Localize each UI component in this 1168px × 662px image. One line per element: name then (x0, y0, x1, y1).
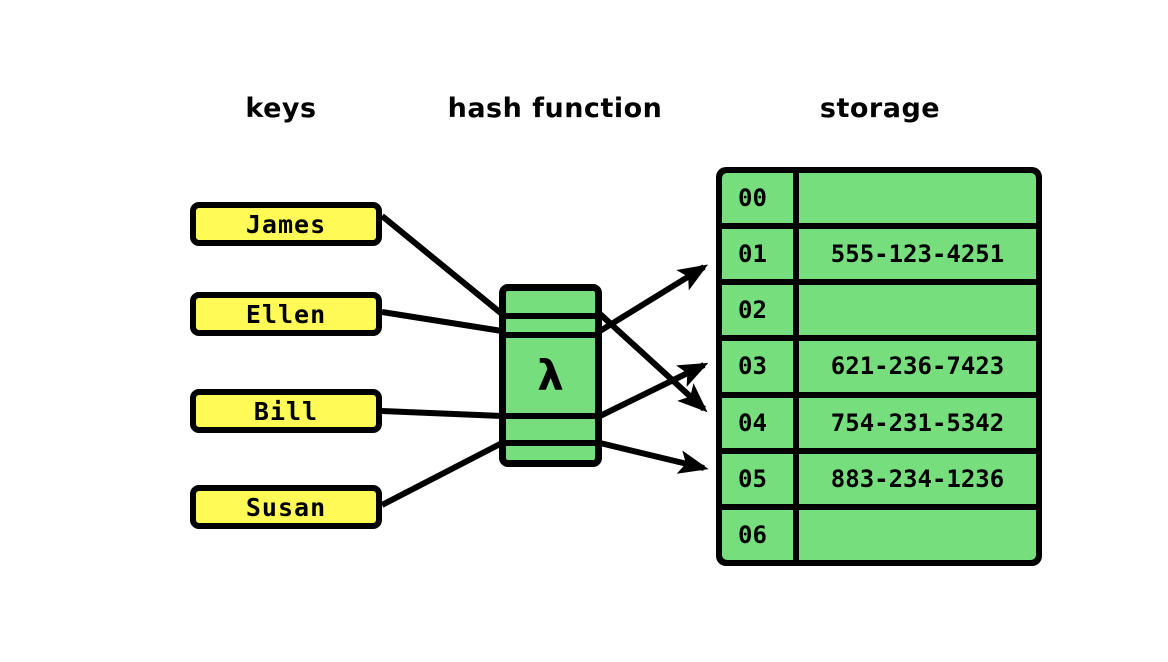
row-value: 883-234-1236 (799, 453, 1036, 504)
key-box-bill[interactable]: Bill (190, 389, 382, 433)
hash-box-divider (506, 413, 595, 419)
row-index: 06 (722, 509, 793, 560)
arrow-hash-to-row-01 (598, 264, 709, 334)
table-row[interactable]: 03 621-236-7423 (722, 341, 1036, 392)
line-bill-to-hash (381, 408, 503, 419)
key-label: Ellen (245, 299, 327, 329)
row-value (799, 285, 1036, 336)
row-value: 555-123-4251 (799, 229, 1036, 280)
row-value (799, 173, 1036, 224)
key-label: Bill (253, 396, 319, 426)
hash-box-divider (506, 440, 595, 446)
key-box-james[interactable]: James (190, 202, 382, 246)
row-value: 621-236-7423 (799, 341, 1036, 392)
row-index: 04 (722, 397, 793, 448)
line-ellen-to-hash (381, 309, 503, 334)
key-to-hash-lines (380, 213, 504, 508)
table-row[interactable]: 01 555-123-4251 (722, 229, 1036, 280)
keys-column-header: keys (245, 93, 317, 124)
row-index: 01 (722, 229, 793, 280)
storage-column-header: storage (819, 93, 941, 124)
hash-function-box[interactable]: λ (499, 284, 602, 467)
hash-box-divider (506, 332, 595, 338)
arrow-hash-to-row-04 (597, 311, 708, 413)
table-row[interactable]: 00 (722, 173, 1036, 224)
row-value (799, 509, 1036, 560)
key-label: Susan (245, 492, 327, 522)
hash-box-divider (506, 313, 595, 319)
row-index: 00 (722, 173, 793, 224)
arrow-hash-to-row-03 (598, 362, 709, 419)
row-value: 754-231-5342 (799, 397, 1036, 448)
lambda-icon: λ (537, 350, 564, 400)
row-index: 02 (722, 285, 793, 336)
table-row[interactable]: 06 (722, 509, 1036, 560)
row-index: 03 (722, 341, 793, 392)
key-label: James (245, 209, 327, 239)
table-row[interactable]: 04 754-231-5342 (722, 397, 1036, 448)
table-row[interactable]: 02 (722, 285, 1036, 336)
hash-function-column-header: hash function (447, 93, 663, 124)
row-index: 05 (722, 453, 793, 504)
key-box-susan[interactable]: Susan (190, 485, 382, 529)
arrow-hash-to-row-05 (599, 440, 709, 474)
storage-table: 00 01 555-123-4251 02 03 621-236-7423 04… (716, 167, 1042, 566)
line-susan-to-hash (380, 440, 504, 508)
hash-to-storage-arrows (597, 264, 709, 474)
table-row[interactable]: 05 883-234-1236 (722, 453, 1036, 504)
key-box-ellen[interactable]: Ellen (190, 292, 382, 336)
line-james-to-hash (380, 213, 504, 317)
